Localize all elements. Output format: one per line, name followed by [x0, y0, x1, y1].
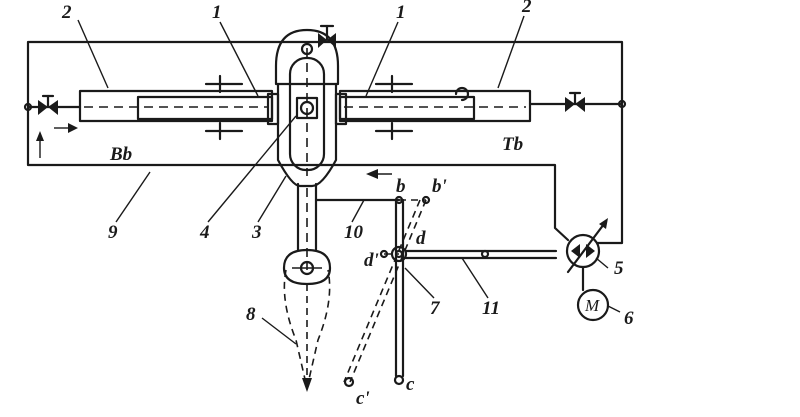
label-9: 9 — [108, 222, 118, 243]
label-c: c — [406, 374, 415, 395]
left-cylinder-2 — [78, 89, 274, 123]
crosshead-block-4 — [295, 96, 319, 120]
variable-pump-5 — [565, 218, 608, 292]
label-10: 10 — [344, 222, 364, 243]
label-5: 5 — [614, 258, 624, 279]
label-2-right: 2 — [521, 0, 532, 17]
pipe-9 — [26, 105, 570, 242]
right-cylinder-2 — [338, 89, 532, 123]
control-rod-11 — [404, 249, 558, 260]
rudder-stock — [282, 248, 332, 286]
ring-icon — [454, 86, 470, 102]
label-b: b — [396, 176, 406, 197]
label-11: 11 — [482, 298, 500, 319]
pivot-d — [390, 245, 408, 263]
motor-label: M — [584, 296, 600, 315]
displaced-lever — [343, 199, 427, 383]
right-gland-icon — [374, 74, 414, 141]
label-tb: Tb — [502, 134, 523, 155]
label-c-prime: c' — [356, 388, 370, 409]
label-7: 7 — [430, 298, 441, 319]
label-bb: Bb — [109, 144, 132, 165]
label-1-right: 1 — [396, 2, 406, 23]
label-d-prime: d' — [364, 250, 379, 271]
motor-6: M — [576, 288, 610, 322]
floating-lever-7 — [394, 198, 405, 378]
label-b-prime: b' — [432, 176, 447, 197]
left-valve-icon — [23, 94, 82, 115]
arrow-left-icon — [366, 169, 378, 179]
label-d: d — [416, 228, 426, 249]
label-2-left: 2 — [61, 2, 72, 23]
left-ram-1 — [136, 95, 274, 121]
pipe-top-loop — [26, 40, 624, 245]
tiller-yoke-3 — [276, 82, 338, 188]
label-1-left: 1 — [212, 2, 222, 23]
left-gland-icon — [204, 74, 244, 141]
tiller-arm — [296, 182, 318, 252]
arrow-right-icon — [68, 123, 78, 133]
label-6: 6 — [624, 308, 634, 329]
label-3: 3 — [251, 222, 262, 243]
label-4: 4 — [199, 222, 210, 243]
right-ram-1 — [338, 95, 476, 121]
right-valve-icon — [528, 91, 627, 112]
label-8: 8 — [246, 304, 256, 325]
